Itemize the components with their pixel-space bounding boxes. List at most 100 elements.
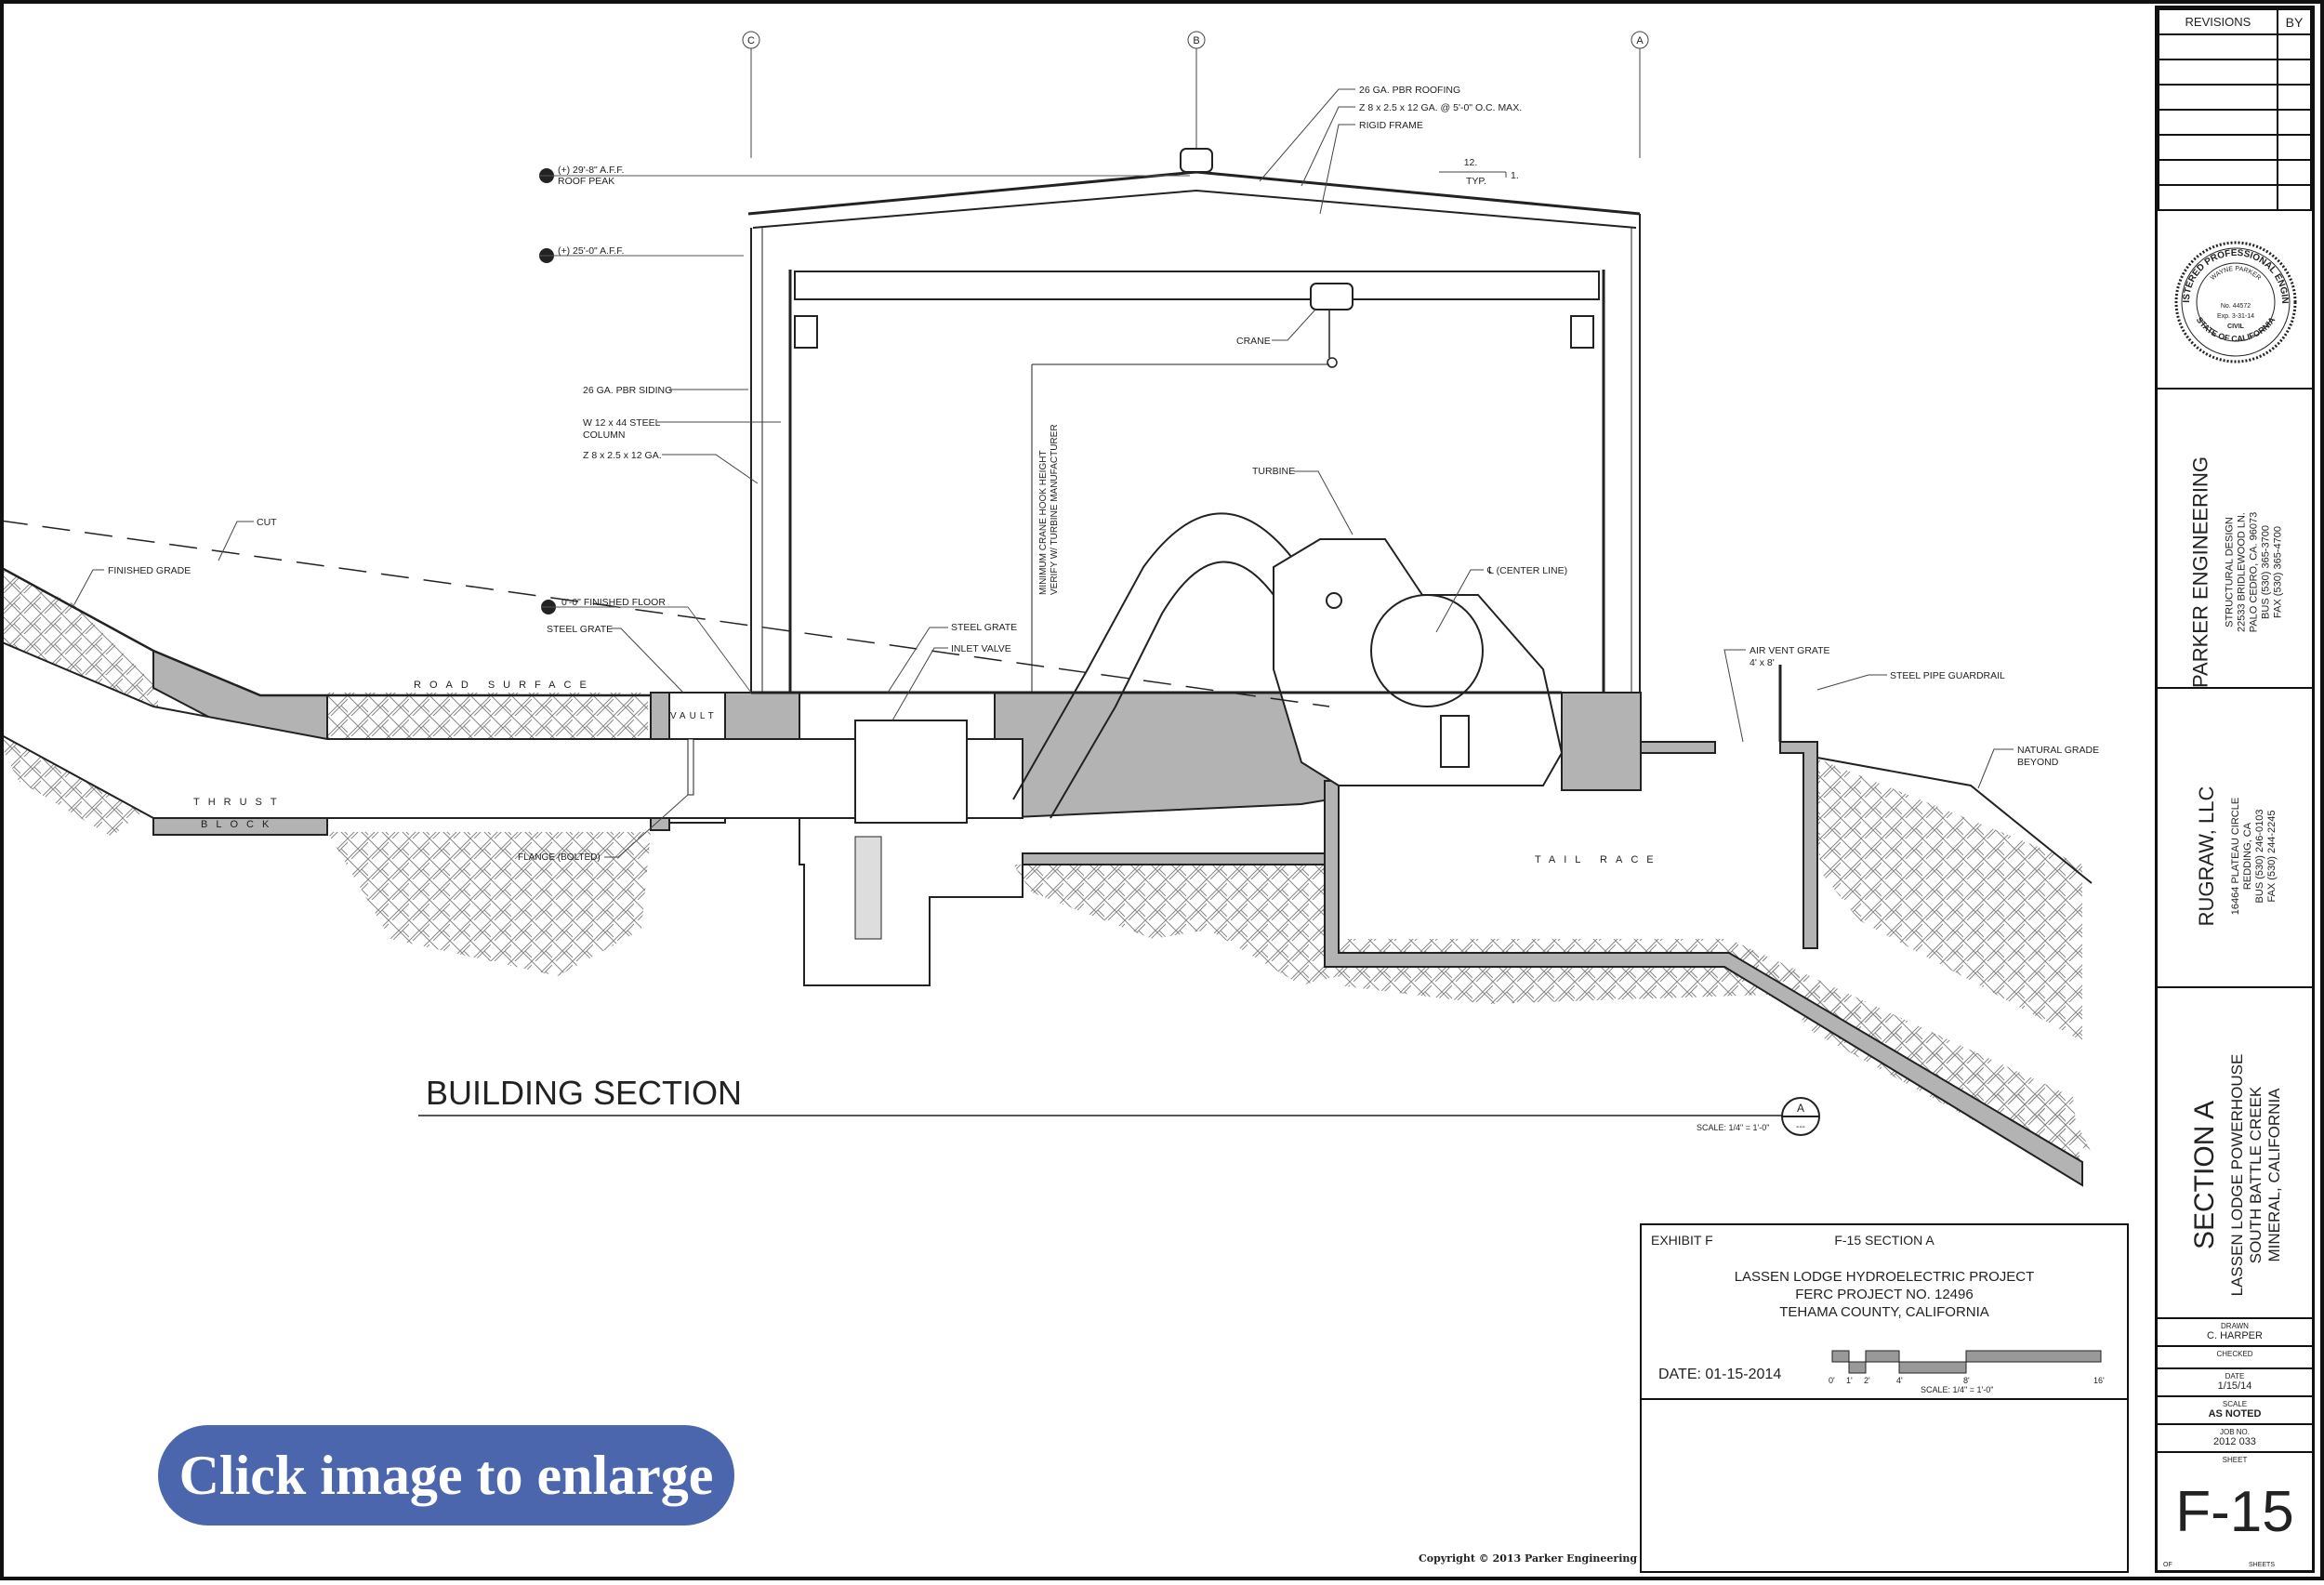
checked-cell: CHECKED [2158,1345,2312,1367]
elevation-25ft: (+) 25'-0" A.F.F. [558,245,624,257]
callout-natural-grade: NATURAL GRADE [2017,745,2099,756]
callout-center-line: ℄ (CENTER LINE) [1486,565,1567,576]
callout-air-vent: AIR VENT GRATE [1750,645,1830,656]
ferc-number: FERC PROJECT NO. 12496 [1795,1287,1974,1302]
scale-tick-0: 0' [1829,1376,1835,1385]
callout-inlet-valve: INLET VALVE [951,643,1011,654]
exhibit-label: EXHIBIT F [1651,1233,1713,1248]
elevation-roof-peak: (+) 29'-8" A.F.F. [558,165,624,176]
seal-expiration: Exp. 3-31-14 [2217,313,2254,320]
sheet-section-name: SECTION A [2189,1100,2220,1250]
turbine [1273,538,1564,786]
section-title: BUILDING SECTION [426,1074,742,1112]
callout-purlin: Z 8 x 2.5 x 12 GA. @ 5'-0" O.C. MAX. [1359,102,1522,113]
section-tag-top: A [1797,1102,1804,1115]
label-vault: VAULT [670,711,718,721]
section-tag-bottom: --- [1796,1122,1805,1132]
client-name: RUGRAW, LLC [2195,786,2218,927]
callout-cut: CUT [257,517,277,528]
elevation-finished-floor: 0'-0" FINISHED FLOOR [561,597,666,608]
grade-lines [0,520,2093,884]
of-label: OF [2163,1562,2172,1568]
scale-tick-3: 4' [1896,1376,1903,1385]
exhibit-divider [1642,1398,2127,1400]
label-tail-race: TAIL RACE [1535,854,1662,865]
callout-column: W 12 x 44 STEEL [583,417,661,429]
callout-crane: CRANE [1236,336,1271,347]
slope-rise: 1. [1511,170,1519,181]
powerhouse-building [747,148,1641,694]
seal-name: WAYNE PARKER [2210,266,2262,282]
slope-run: 12. [1464,157,1478,168]
callout-steel-grate-left: STEEL GRATE [547,624,613,635]
scale-tick-1: 1' [1846,1376,1853,1385]
wall-callouts: 26 GA. PBR SIDING W 12 x 44 STEEL COLUMN… [583,385,781,484]
sheet-number: F-15 [2175,1480,2294,1544]
penstock-pipe [0,512,1302,940]
copyright: Copyright © 2013 Parker Engineering [1419,1552,1638,1565]
scale-tick-5: 16' [2093,1376,2105,1385]
elevation-roof-peak-label: ROOF PEAK [558,176,614,187]
drawn-by: C. HARPER [2207,1330,2263,1341]
callout-flange: FLANGE (BOLTED) [518,852,601,863]
engineer-name: PARKER ENGINEERING [2188,456,2212,688]
callout-turbine: TURBINE [1252,466,1295,477]
exhibit-project: LASSEN LODGE HYDROELECTRIC PROJECT FERC … [1642,1268,2127,1321]
grid-marker-a: A [1636,35,1644,46]
svg-text:MINIMUM CRANE HOOK HEIGHT: MINIMUM CRANE HOOK HEIGHT [1038,450,1049,595]
hook-height-note: MINIMUM CRANE HOOK HEIGHT VERIFY W/ TURB… [1038,424,1060,595]
grid-marker-b: B [1193,35,1199,46]
exhibit-sheet-title: F-15 SECTION A [1834,1233,1934,1248]
sheets-label: SHEETS [2248,1562,2275,1568]
job-number: 2012 033 [2213,1436,2256,1447]
grid-marker-c: C [747,35,755,46]
label-block: BLOCK [201,819,277,830]
grid-markers: C B A [742,31,1649,158]
graphic-scale-bar: 0' 1' 2' 4' 8' 16' SCALE: 1/4" = 1'-0" [1829,1350,2105,1393]
callout-air-vent-size: 4' x 8' [1750,657,1775,668]
exhibit-box: EXHIBIT F F-15 SECTION A LASSEN LODGE HY… [1640,1223,2129,1573]
job-cell: JOB NO.2012 033 [2158,1423,2312,1451]
project-name: LASSEN LODGE HYDROELECTRIC PROJECT [1734,1269,2035,1285]
label-thrust: THRUST [193,797,285,808]
elevation-markers: (+) 29'-8" A.F.F. ROOF PEAK (+) 25'-0" A… [539,165,1190,693]
callout-natural-grade-line2: BEYOND [2017,757,2059,768]
callout-siding: 26 GA. PBR SIDING [583,385,672,396]
click-to-enlarge-button[interactable]: Click image to enlarge [158,1425,734,1526]
callout-steel-grate-right: STEEL GRATE [951,622,1017,633]
slope-note: TYP. [1466,176,1486,187]
callout-column-line2: COLUMN [583,429,626,441]
roof-callouts: 26 GA. PBR ROOFING Z 8 x 2.5 x 12 GA. @ … [1259,85,1522,215]
inlet-valve [854,720,968,824]
drawing-scale: AS NOTED [2208,1408,2262,1420]
svg-text:VERIFY W/ TURBINE MANUFACTURER: VERIFY W/ TURBINE MANUFACTURER [1050,424,1060,595]
callout-rigid-frame: RIGID FRAME [1359,120,1423,131]
scale-tick-4: 8' [1963,1376,1970,1385]
seal-number: No. 44572 [2221,303,2251,310]
seal-type: CIVIL [2227,324,2245,330]
section-scale: SCALE: 1/4" = 1'-0" [1697,1123,1769,1132]
label-road-surface: ROAD SURFACE [414,680,595,691]
scale-tick-2: 2' [1864,1376,1870,1385]
project-county: TEHAMA COUNTY, CALIFORNIA [1779,1304,1989,1320]
engineer-seal: REGISTERED PROFESSIONAL ENGINEER WAYNE P… [2172,239,2297,363]
svg-text:WAYNE PARKER: WAYNE PARKER [2210,266,2262,282]
exhibit-date: DATE: 01-15-2014 [1658,1367,1782,1382]
sheet-cell: SHEET F-15 OF SHEETS [2158,1451,2312,1570]
callout-finished-grade: FINISHED GRADE [108,565,191,576]
callout-roofing: 26 GA. PBR ROOFING [1359,85,1460,96]
drawing-date: 1/15/14 [2217,1380,2252,1392]
